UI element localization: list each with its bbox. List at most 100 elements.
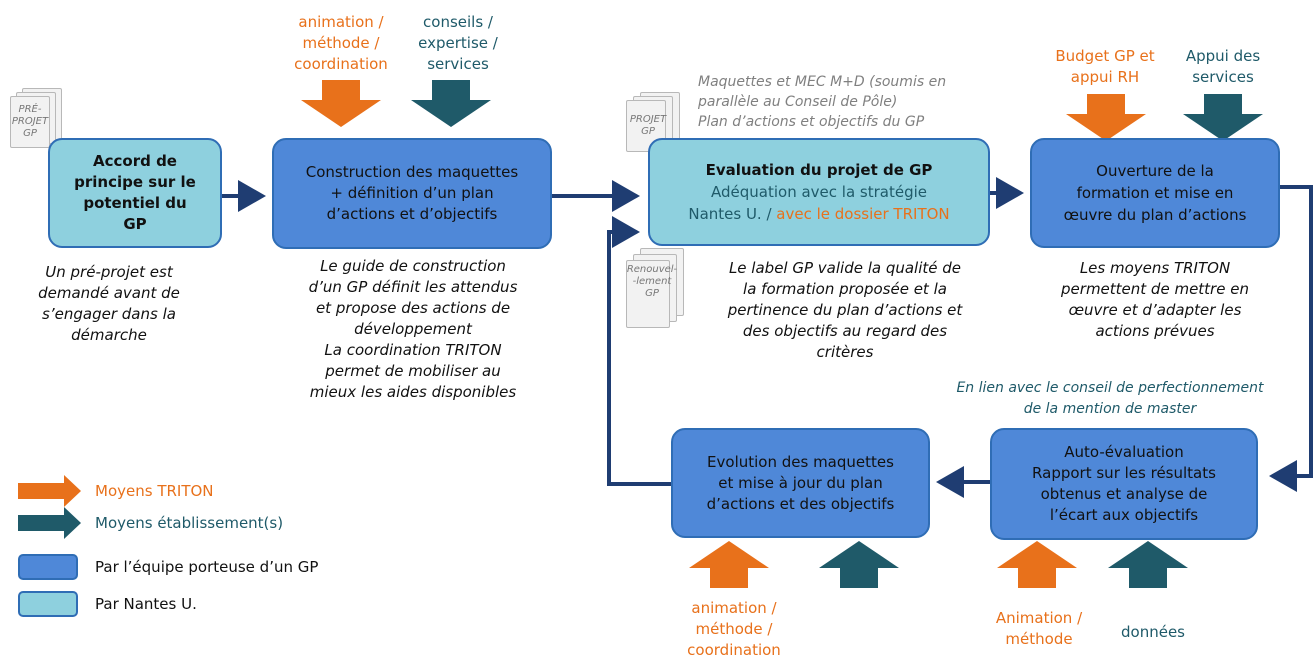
note-guide-4: développement (354, 320, 472, 338)
doc-preprojet-label-1: PRÉ- (18, 104, 42, 115)
connector-ouverture-autoevaluation (1269, 185, 1313, 492)
input-auto-etablissement: données (1108, 622, 1198, 643)
input-ouverture-triton-1: Budget GP et (1055, 47, 1155, 65)
accord-line-2: principe sur le (74, 173, 196, 191)
input-construction-triton: animation / méthode / coordination (276, 12, 406, 75)
note-label-gp-4: des objectifs au regard des (742, 322, 948, 340)
input-auto-triton: Animation / méthode (984, 608, 1094, 650)
step-ouverture: Ouverture de la formation et mise en œuv… (1030, 138, 1280, 248)
doc-renouvellement-label-2: -lement GP (632, 276, 672, 299)
auto-line-3: obtenus et analyse de (1040, 485, 1208, 503)
note-moyens-3: œuvre et d’adapter les (1068, 301, 1242, 319)
note-lien-2: de la mention de master (1023, 401, 1197, 417)
legend-swatch-nantes (18, 591, 78, 617)
note-label-gp-3: pertinence du plan d’actions et (727, 301, 963, 319)
legend-arrow-triton (18, 475, 81, 507)
doc-renouvellement-label-1: Renouvel- (626, 264, 678, 275)
input-construction-triton-1: animation / (298, 13, 384, 31)
evolution-line-3: d’actions et des objectifs (706, 494, 895, 513)
note-maquettes-3: Plan d’actions et objectifs du GP (698, 114, 925, 130)
legend-etablissement-label: Moyens établissement(s) (95, 514, 284, 532)
auto-line-2: Rapport sur les résultats (1032, 464, 1216, 482)
note-maquettes-1: Maquettes et MEC M+D (soumis en (698, 74, 947, 90)
note-preprojet: Un pré-projet est demandé avant de s’eng… (14, 262, 204, 346)
input-auto-triton-1: Animation / (995, 609, 1083, 627)
input-evolution-triton-2: méthode / (695, 620, 773, 638)
ouverture-line-2: formation et mise en (1076, 184, 1234, 202)
legend-swatch-equipe (18, 554, 78, 580)
evolution-line-1: Evolution des maquettes (707, 452, 894, 471)
note-lien-conseil: En lien avec le conseil de perfectionnem… (910, 378, 1310, 420)
evaluation-line-2: Adéquation avec la stratégie (711, 183, 927, 201)
input-ouverture-triton-2: appui RH (1070, 68, 1140, 86)
legend-arrow-etablissement (18, 507, 81, 539)
input-evolution-triton-1: animation / (691, 599, 777, 617)
doc-projet-label-1: PROJET (629, 114, 667, 125)
evaluation-title: Evaluation du projet de GP (705, 161, 933, 179)
arrow-triton-construction (301, 80, 381, 127)
arrow-etablissement-evolution (819, 541, 899, 588)
note-preprojet-4: démarche (71, 326, 147, 344)
note-lien-1: En lien avec le conseil de perfectionnem… (956, 380, 1264, 396)
input-construction-etab-2: expertise / (418, 34, 498, 52)
construction-line-2: + définition d’un plan (330, 184, 494, 202)
step-accord-de-principe: Accord de principe sur le potentiel du G… (48, 138, 222, 248)
evaluation-line-3b: avec le dossier TRITON (776, 205, 950, 223)
note-maquettes: Maquettes et MEC M+D (soumis en parallèl… (698, 72, 946, 132)
input-evolution-triton-3: coordination (687, 641, 781, 659)
input-ouverture-etablissement: Appui des services (1168, 46, 1278, 88)
evaluation-line-3a: Nantes U. / (688, 205, 777, 223)
input-auto-triton-2: méthode (1005, 630, 1073, 648)
auto-line-1: Auto-évaluation (1064, 443, 1184, 461)
evolution-line-2: et mise à jour du plan (718, 473, 883, 492)
step-evolution: Evolution des maquettes et mise à jour d… (671, 428, 930, 538)
note-guide-6: permet de mobiliser au (325, 362, 501, 380)
doc-projet-label-2: GP (641, 126, 655, 137)
note-guide-7: mieux les aides disponibles (309, 383, 517, 401)
note-moyens-4: actions prévues (1095, 322, 1215, 340)
doc-projet-icon: PROJET GP (626, 92, 680, 156)
note-preprojet-1: Un pré-projet est (45, 263, 173, 281)
connector-evolution-evaluation (607, 216, 671, 486)
note-label-gp-1: Le label GP valide la qualité de (728, 259, 962, 277)
accord-line-4: GP (123, 215, 147, 233)
construction-line-3: d’actions et d’objectifs (326, 205, 498, 223)
arrow-etablissement-ouverture (1183, 94, 1263, 141)
accord-line-1: Accord de (93, 152, 177, 170)
step-evaluation: Evaluation du projet de GP Adéquation av… (648, 138, 990, 246)
note-label-gp-5: critères (816, 343, 874, 361)
accord-line-3: potentiel du (83, 194, 187, 212)
input-ouverture-etab-2: services (1192, 68, 1254, 86)
ouverture-line-3: œuvre du plan d’actions (1063, 206, 1247, 224)
evaluation-line-3: Nantes U. / avec le dossier TRITON (688, 203, 949, 225)
input-construction-etab-1: conseils / (423, 13, 493, 31)
note-guide-1: Le guide de construction (320, 257, 506, 275)
input-evolution-triton: animation / méthode / coordination (674, 598, 794, 661)
doc-preprojet-label-3: GP (23, 128, 37, 139)
note-guide-5: La coordination TRITON (324, 341, 502, 359)
legend-equipe-label: Par l’équipe porteuse d’un GP (95, 558, 319, 576)
note-moyens: Les moyens TRITON permettent de mettre e… (1040, 258, 1270, 342)
step-construction: Construction des maquettes + définition … (272, 138, 552, 249)
note-preprojet-2: demandé avant de (38, 284, 180, 302)
legend-triton-label: Moyens TRITON (95, 482, 214, 500)
arrow-triton-autoevaluation (997, 541, 1077, 588)
arrow-triton-ouverture (1066, 94, 1146, 141)
note-guide-3: et propose des actions de (315, 299, 511, 317)
note-guide: Le guide de construction d’un GP définit… (278, 256, 548, 403)
input-construction-etablissement: conseils / expertise / services (398, 12, 518, 75)
note-moyens-2: permettent de mettre en (1061, 280, 1249, 298)
input-auto-etab-1: données (1121, 623, 1185, 641)
arrow-etablissement-autoevaluation (1108, 541, 1188, 588)
doc-preprojet-label-2: PROJET (11, 116, 49, 127)
arrow-triton-evolution (689, 541, 769, 588)
note-label-gp-2: la formation proposée et la (743, 280, 947, 298)
note-preprojet-3: s’engager dans la (42, 305, 176, 323)
input-construction-etab-3: services (427, 55, 489, 73)
note-moyens-1: Les moyens TRITON (1079, 259, 1231, 277)
step-autoevaluation: Auto-évaluation Rapport sur les résultat… (990, 428, 1258, 540)
input-ouverture-triton: Budget GP et appui RH (1040, 46, 1170, 88)
input-construction-triton-2: méthode / (302, 34, 380, 52)
